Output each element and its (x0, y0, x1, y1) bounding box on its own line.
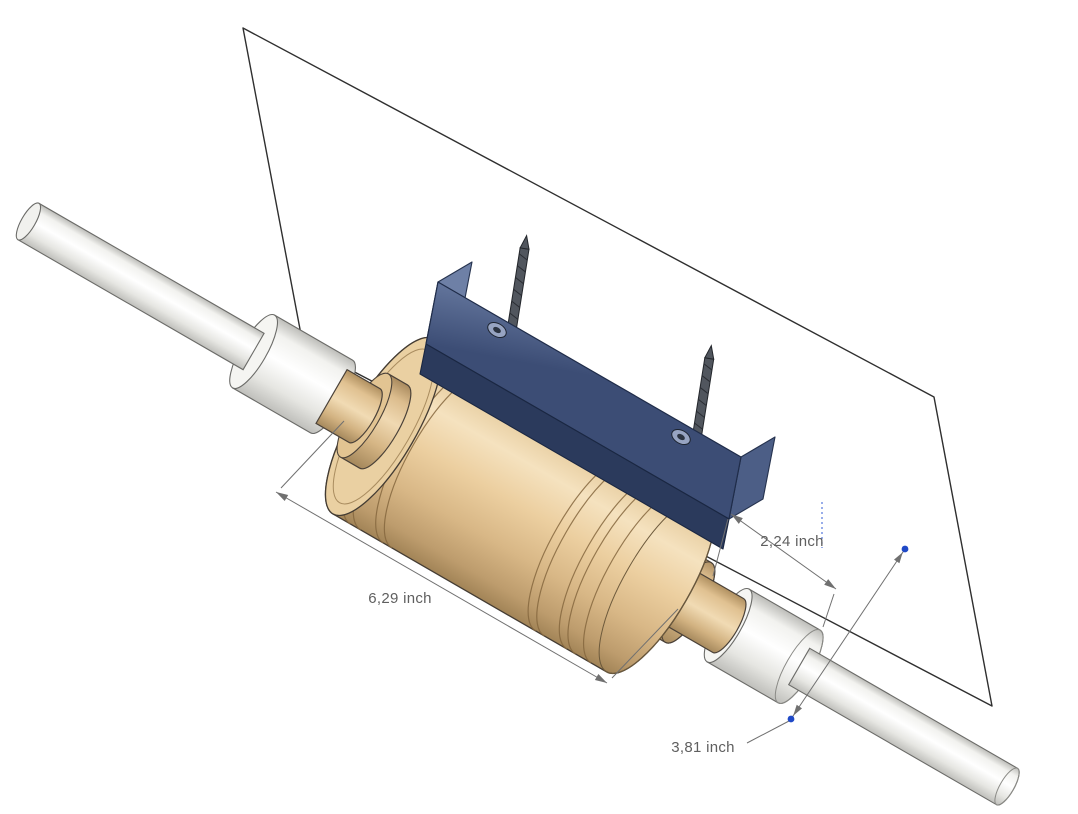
dimension-line (275, 491, 608, 684)
dimension-line (730, 513, 837, 590)
leader-line (746, 720, 790, 744)
dimension-shaft-length: 2,24 inch (712, 502, 837, 628)
arrowhead (731, 514, 743, 524)
arrowhead (793, 704, 802, 716)
extension-line (280, 420, 345, 489)
shaft-rod-left-cap (15, 202, 42, 241)
dimension-handle-dot[interactable] (901, 545, 909, 553)
shaft-rod-right-rim (994, 767, 1020, 806)
dimension-label-shaft[interactable]: 2,24 inch (760, 533, 824, 550)
extension-line (611, 608, 679, 679)
dimension-cylinder-length: 6,29 inch (275, 420, 679, 684)
arrowhead (276, 492, 289, 501)
screw-head-left (487, 321, 507, 339)
mounting-bracket (419, 261, 776, 550)
dimension-offset: 3,81 inch (671, 545, 909, 756)
bracket-front-lip (419, 343, 730, 550)
dimension-handle-dot[interactable] (787, 715, 795, 723)
screw-left (505, 234, 530, 337)
extension-line (712, 518, 729, 577)
shaft-rod-left (17, 202, 265, 371)
shaft-stub-left (315, 368, 383, 444)
arrowhead (594, 674, 607, 683)
roller-assembly (15, 202, 1020, 806)
screw-head-right (671, 428, 691, 446)
dimension-line (790, 548, 906, 720)
dimension-label-offset[interactable]: 3,81 inch (671, 739, 735, 756)
dimension-label-length[interactable]: 6,29 inch (368, 590, 432, 607)
arrowhead (894, 552, 903, 564)
mounting-panel (242, 27, 993, 707)
shaft-rod-right (787, 647, 1020, 806)
extension-line (822, 593, 835, 628)
arrowhead (824, 579, 836, 589)
